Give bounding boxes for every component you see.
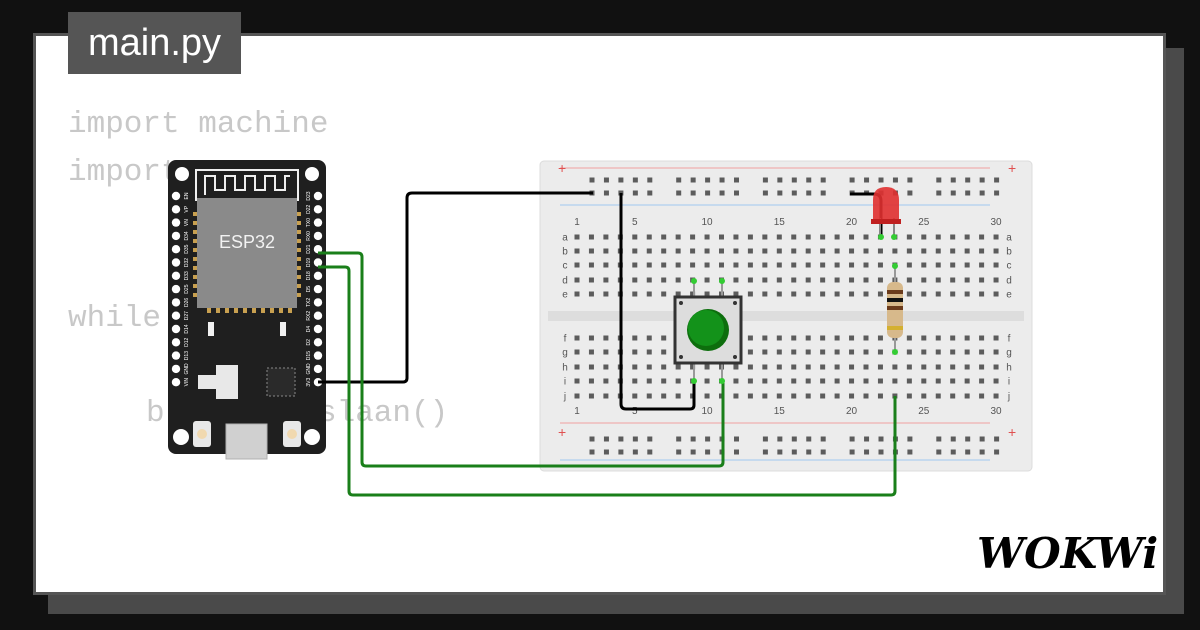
pin-label: D33 [184, 271, 190, 280]
row-label: c [1007, 261, 1012, 272]
pin-label: D34 [184, 231, 190, 240]
led-body [873, 187, 899, 222]
column-number: 10 [701, 406, 713, 417]
row-label: f [1008, 334, 1011, 345]
column-number: 20 [846, 406, 858, 417]
pin-label: D2 [306, 339, 312, 346]
wokwi-logo[interactable]: WOKWi [977, 529, 1158, 578]
code-line-5: slaan() [318, 396, 449, 431]
voltage-regulator [216, 365, 238, 399]
pin-label: D15 [306, 351, 312, 360]
column-number: 10 [701, 217, 713, 228]
esp32-module [197, 198, 297, 308]
pin-label: D12 [184, 338, 190, 347]
pin-label: D27 [184, 311, 190, 320]
pin-label: D26 [184, 298, 190, 307]
pin-label: D22 [306, 205, 312, 214]
pin-label: D13 [184, 351, 190, 360]
code-line-4: b [146, 396, 165, 431]
pin-label: D23 [306, 191, 312, 200]
row-label: h [562, 363, 568, 374]
row-label: e [562, 290, 568, 301]
pin-label: TX0 [306, 218, 312, 227]
pin-label: D32 [184, 258, 190, 267]
wire-led-green[interactable] [318, 265, 897, 497]
wires[interactable] [318, 191, 897, 497]
breadboard-holes[interactable] [574, 177, 1000, 455]
row-label: c [563, 261, 568, 272]
pin-label: 3V3 [306, 378, 312, 387]
rail-plus-bottom-right: + [1008, 424, 1016, 440]
button-cap[interactable] [688, 310, 724, 346]
pin-label: RX0 [306, 231, 312, 241]
row-label: b [1006, 247, 1012, 258]
row-label: b [562, 247, 568, 258]
column-number: 1 [574, 406, 580, 417]
row-label: a [562, 233, 568, 244]
file-tab[interactable]: main.py [68, 12, 241, 74]
row-label: g [562, 348, 568, 359]
column-number: 25 [918, 217, 930, 228]
row-label: e [1006, 290, 1012, 301]
pin-label: EN [184, 192, 190, 199]
pushbutton[interactable] [673, 278, 743, 384]
code-line-1: import machine [68, 107, 329, 142]
pin-label: D4 [306, 326, 312, 333]
code-line-2: import [68, 155, 180, 190]
pin-label: D21 [306, 244, 312, 253]
pin-label: D18 [306, 271, 312, 280]
row-label: i [1008, 377, 1010, 388]
pin-label: D25 [184, 284, 190, 293]
wire-gnd-black[interactable] [318, 191, 593, 384]
row-label: g [1006, 348, 1012, 359]
pin-label: D19 [306, 258, 312, 267]
row-label: d [562, 276, 568, 287]
column-number: 5 [632, 217, 638, 228]
wire-button-gnd[interactable] [619, 193, 696, 411]
resistor[interactable] [887, 263, 903, 355]
pin-label: D14 [184, 324, 190, 333]
column-number: 30 [990, 217, 1002, 228]
column-number: 5 [632, 406, 638, 417]
column-number: 15 [774, 217, 786, 228]
row-label: j [563, 392, 566, 403]
antenna-icon [204, 175, 290, 195]
rail-plus-top-right: + [1008, 160, 1016, 176]
pin-label: VN [184, 219, 190, 226]
code-line-3: while [68, 301, 162, 336]
row-label: f [564, 334, 567, 345]
pin-label: TX2 [306, 298, 312, 307]
led[interactable] [871, 187, 901, 240]
column-number: 15 [774, 406, 786, 417]
pin-label: VP [184, 205, 190, 212]
usb-chip [266, 367, 296, 397]
row-label: j [1007, 392, 1010, 403]
pin-label: GND [184, 363, 190, 375]
esp32-label: ESP32 [219, 232, 275, 252]
pin-label: D5 [306, 286, 312, 293]
column-number: 25 [918, 406, 930, 417]
pin-label: GND [306, 363, 312, 375]
wire-button-green[interactable] [318, 251, 725, 468]
rail-plus-top-left: + [558, 160, 566, 176]
pin-label: VIN [184, 378, 190, 387]
column-number: 30 [990, 406, 1002, 417]
pin-label: RX2 [306, 311, 312, 321]
rail-plus-bottom-left: + [558, 424, 566, 440]
column-number: 1 [574, 217, 580, 228]
row-label: d [1006, 276, 1012, 287]
pin-label: D35 [184, 244, 190, 253]
row-label: i [564, 377, 566, 388]
row-label: h [1006, 363, 1012, 374]
usb-port [225, 423, 268, 460]
column-number: 20 [846, 217, 858, 228]
row-label: a [1006, 233, 1012, 244]
